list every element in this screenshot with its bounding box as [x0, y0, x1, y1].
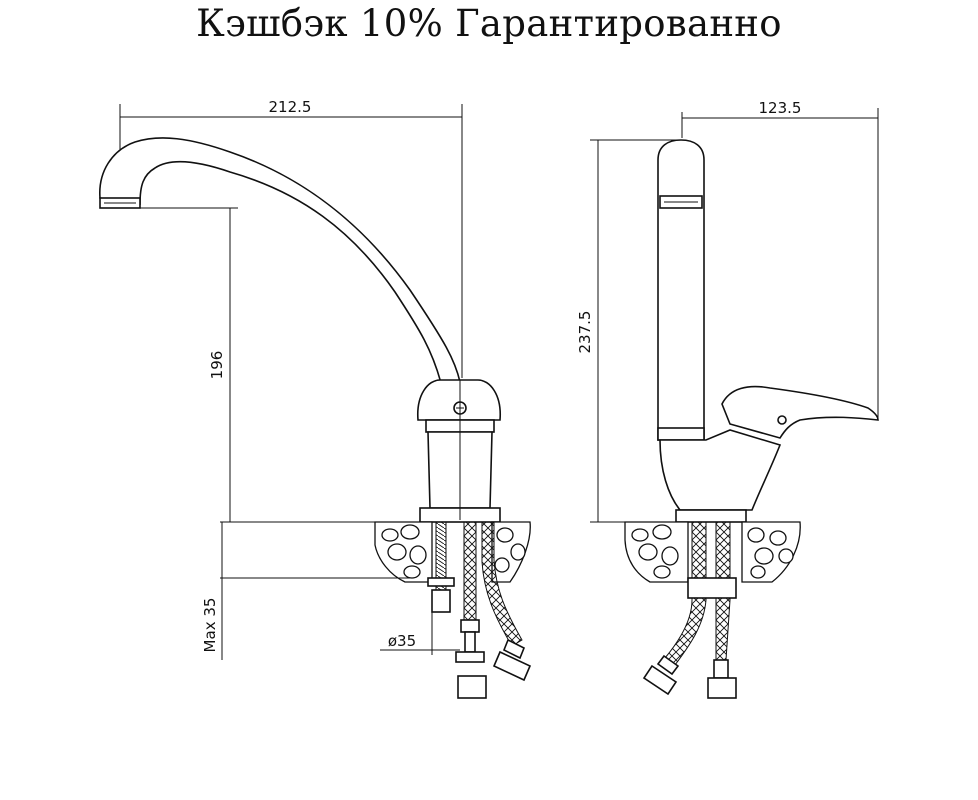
- dimension-max-thickness: Max 35: [201, 522, 223, 660]
- handle-cap: [417, 379, 501, 421]
- side-view: 123.5 237.5: [576, 99, 879, 699]
- dim-label-height-total: 237.5: [576, 311, 594, 354]
- countertop-stone-right: [624, 521, 801, 583]
- dim-label-height-spout: 196: [208, 351, 226, 380]
- dimension-width-right: 123.5: [681, 99, 879, 420]
- mixer-body-side: [659, 429, 782, 511]
- mounting-washer: [427, 577, 455, 587]
- dim-label-width-left: 212.5: [269, 98, 312, 116]
- spout-side: [657, 139, 705, 441]
- dimension-width-left: 212.5: [119, 98, 463, 378]
- hose-hot-left: [481, 521, 523, 647]
- dim-label-width-right: 123.5: [759, 99, 802, 117]
- countertop-stone-left: [374, 521, 531, 583]
- dimension-height-total: 237.5: [576, 139, 682, 522]
- spout: [99, 137, 461, 384]
- dim-label-max-thickness: Max 35: [201, 598, 219, 653]
- base-flange-side: [675, 509, 747, 523]
- front-view: 212.5 196: [99, 98, 532, 699]
- dim-label-hole-diameter: ø35: [388, 632, 416, 650]
- dimension-height-spout: 196: [140, 207, 238, 522]
- page-title: Кэшбэк 10% Гарантированно: [196, 2, 782, 45]
- handle-lever: [721, 385, 879, 439]
- mounting-nut: [431, 589, 451, 613]
- hose-cold-left: [463, 521, 477, 621]
- dimension-hole-diameter: ø35: [380, 612, 460, 655]
